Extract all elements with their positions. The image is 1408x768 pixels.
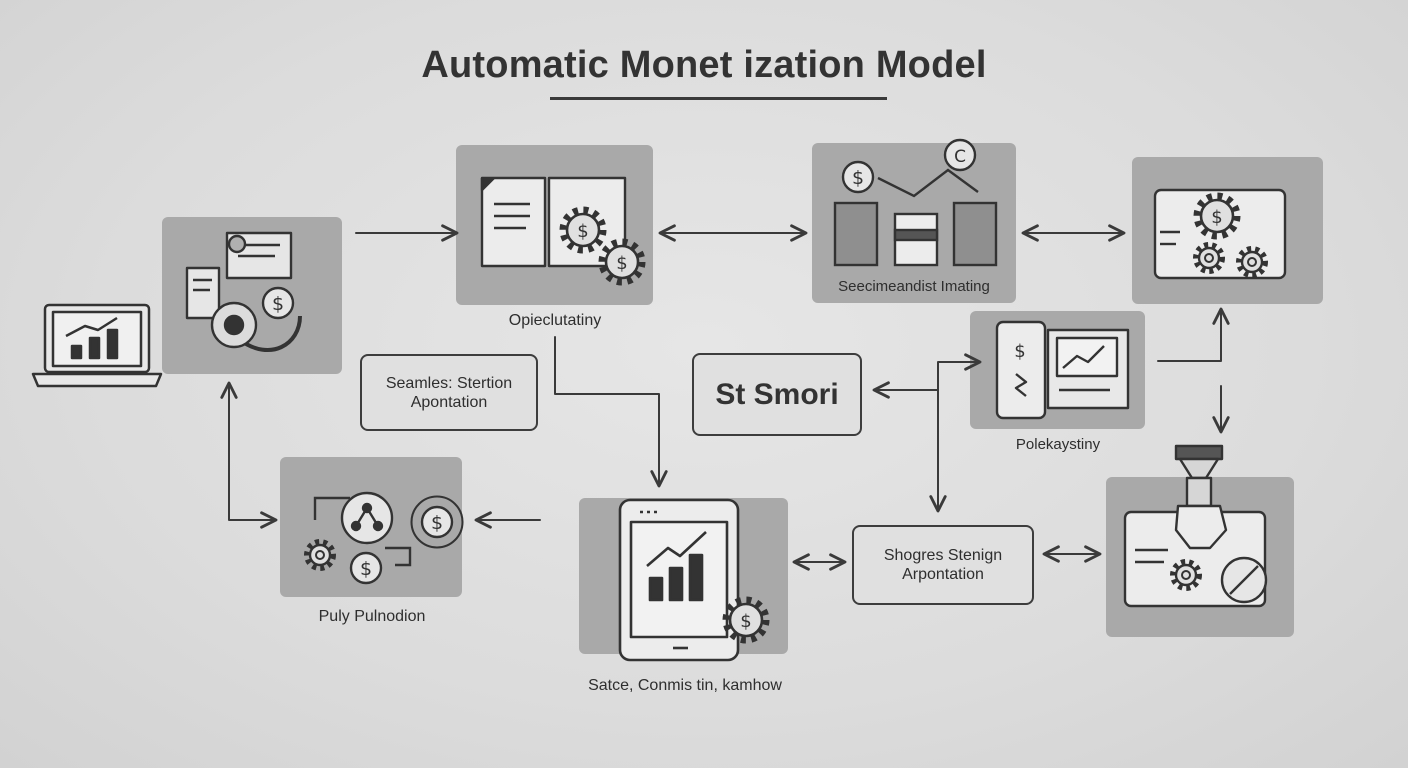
- caption-polek: Polekaystiny: [1015, 436, 1101, 453]
- arrow-payment-to-gears: [1157, 307, 1230, 362]
- laptop-chart-icon: [31, 303, 163, 388]
- payment-chart-icon: $: [995, 320, 1130, 420]
- caption-seecim: Seecimeandist Imating: [838, 278, 990, 295]
- shogres-line-1: Shogres Stenign: [883, 547, 1003, 564]
- dollar-coin-icon-4: [349, 551, 383, 585]
- caption-puly: Puly Pulnodion: [318, 608, 426, 625]
- gear-icon-6: [307, 542, 333, 568]
- diagram-title: Automatic Monet ization Model: [421, 44, 987, 86]
- arrow-loop-analytics-network: [220, 381, 278, 529]
- svg-text:$: $: [577, 221, 588, 242]
- dollar-coin-icon: [261, 286, 295, 320]
- svg-text:$: $: [1211, 207, 1222, 228]
- seamless-line-1: Seamles: Stertion: [385, 374, 513, 392]
- seamless-box: Seamles: Stertion Apontation: [360, 354, 538, 431]
- tablet-chart-icon: [618, 498, 740, 662]
- svg-text:$: $: [616, 253, 627, 274]
- center-box: St Smori: [692, 353, 862, 436]
- svg-text:$: $: [1014, 341, 1025, 362]
- mobile-payment-icon: [185, 231, 302, 352]
- network-icon: [313, 491, 412, 567]
- shogres-line-2: Arpontation: [902, 566, 984, 583]
- dollar-coin-icon-3: [420, 505, 454, 539]
- bar-columns-icon: C: [833, 138, 998, 267]
- seamless-line-2: Apontation: [410, 393, 488, 411]
- shogres-box: Shogres Stenign Arpontation: [852, 525, 1034, 605]
- svg-text:$: $: [740, 611, 751, 632]
- caption-satce: Satce, Conmis tin, kamhow: [588, 677, 782, 694]
- svg-text:C: C: [954, 147, 966, 167]
- hand-document-icon: [1123, 444, 1268, 608]
- title-underline: [550, 97, 887, 100]
- dollar-coin-icon-2: [841, 160, 875, 194]
- arrow-documents-to-tablet: [554, 336, 668, 488]
- caption-opie: Opieclutatiny: [508, 312, 602, 329]
- arrow-trunk-vertical: [929, 353, 982, 513]
